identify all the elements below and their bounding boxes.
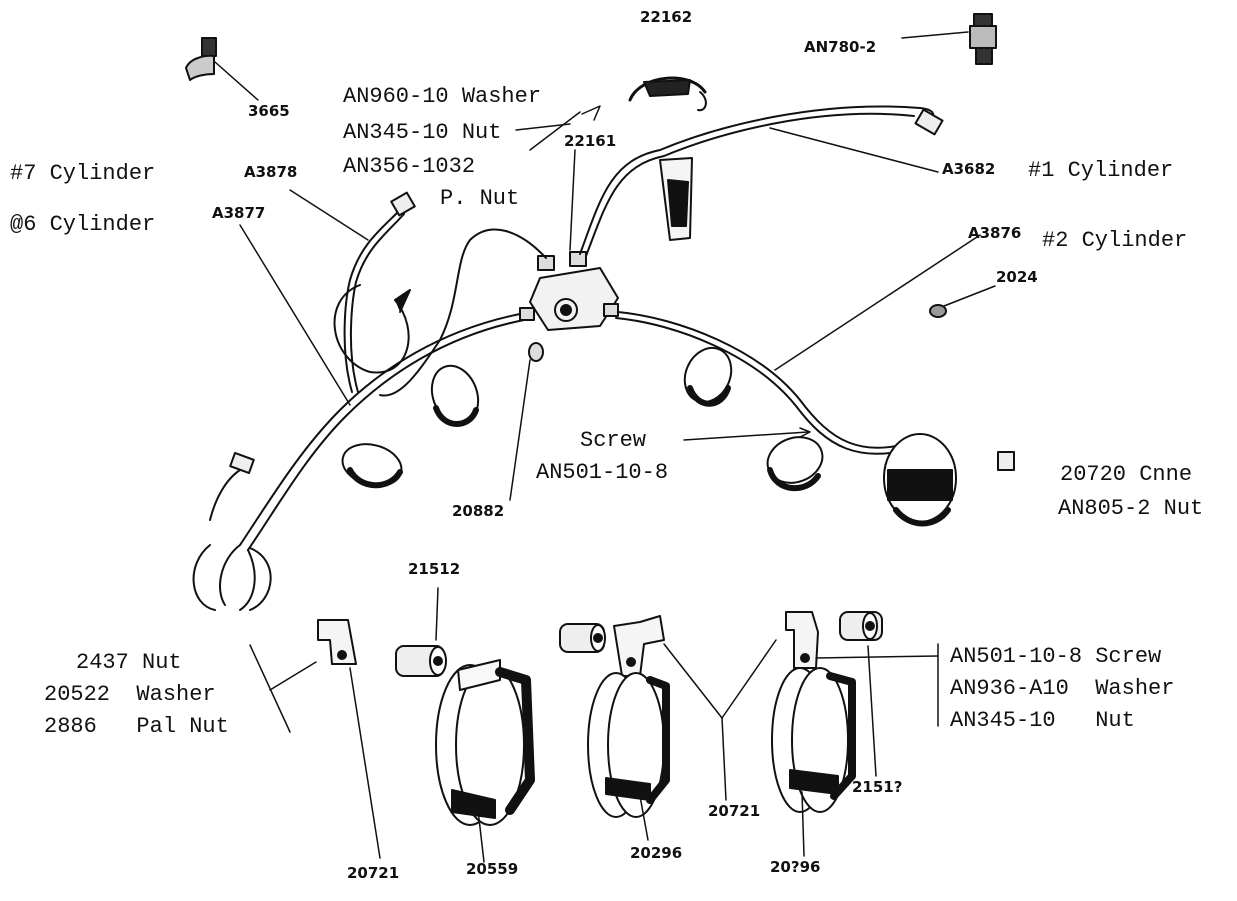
part-a3877: A3877 [212,204,266,222]
part-a3682: A3682 [942,160,996,178]
part-20559: 20559 [466,860,519,878]
part-22162: 22162 [640,8,693,26]
part-21512-right: 2151? [852,778,903,796]
label-an960-washer: AN960-10 Washer [343,84,542,109]
central-manifold-block [529,267,619,331]
part-a3878: A3878 [244,163,298,181]
part-a3876: A3876 [968,224,1022,242]
exploded-clamp-parts [317,611,883,826]
top-small-parts [185,13,997,112]
label-2886-pal-nut: 2886 Pal Nut [44,714,229,739]
label-an805-nut: AN805-2 Nut [1058,496,1204,521]
label-cylinder-1: #1 Cylinder [1028,158,1174,183]
tube-end-fittings [229,108,1015,474]
part-20882: 20882 [452,502,505,520]
label-20522-washer: 20522 Washer [44,682,216,707]
label-an356-1032: AN356-1032 [343,154,476,179]
manifold-tubes [209,105,1015,611]
part-an780-2: AN780-2 [804,38,877,56]
part-3665: 3665 [248,102,290,120]
part-20721-left: 20721 [347,864,400,882]
part-20296-right: 20?96 [770,858,821,876]
label-cylinder-2: #2 Cylinder [1042,228,1188,253]
label-an936-washer: AN936-A10 Washer [950,676,1175,701]
label-an345-nut-right: AN345-10 Nut [950,708,1135,733]
label-an501-screw: AN501-10-8 [536,460,669,485]
part-20721-mid: 20721 [708,802,761,820]
label-screw: Screw [580,428,647,453]
label-20720-cnne: 20720 Cnne [1060,462,1193,487]
label-2437-nut: 2437 Nut [76,650,182,675]
label-cylinder-6: @6 Cylinder [10,212,156,237]
leader-lines [214,31,996,863]
label-an345-nut: AN345-10 Nut [343,120,502,145]
label-an501-screw-right: AN501-10-8 Screw [950,644,1162,669]
label-cylinder-7: #7 Cylinder [10,161,156,186]
part-21512-left: 21512 [408,560,461,578]
part-2024: 2024 [996,268,1038,286]
part-22161: 22161 [564,132,617,150]
assembly-clamps [192,157,957,611]
label-p-nut: P. Nut [440,186,520,211]
part-20296-mid: 20296 [630,844,683,862]
